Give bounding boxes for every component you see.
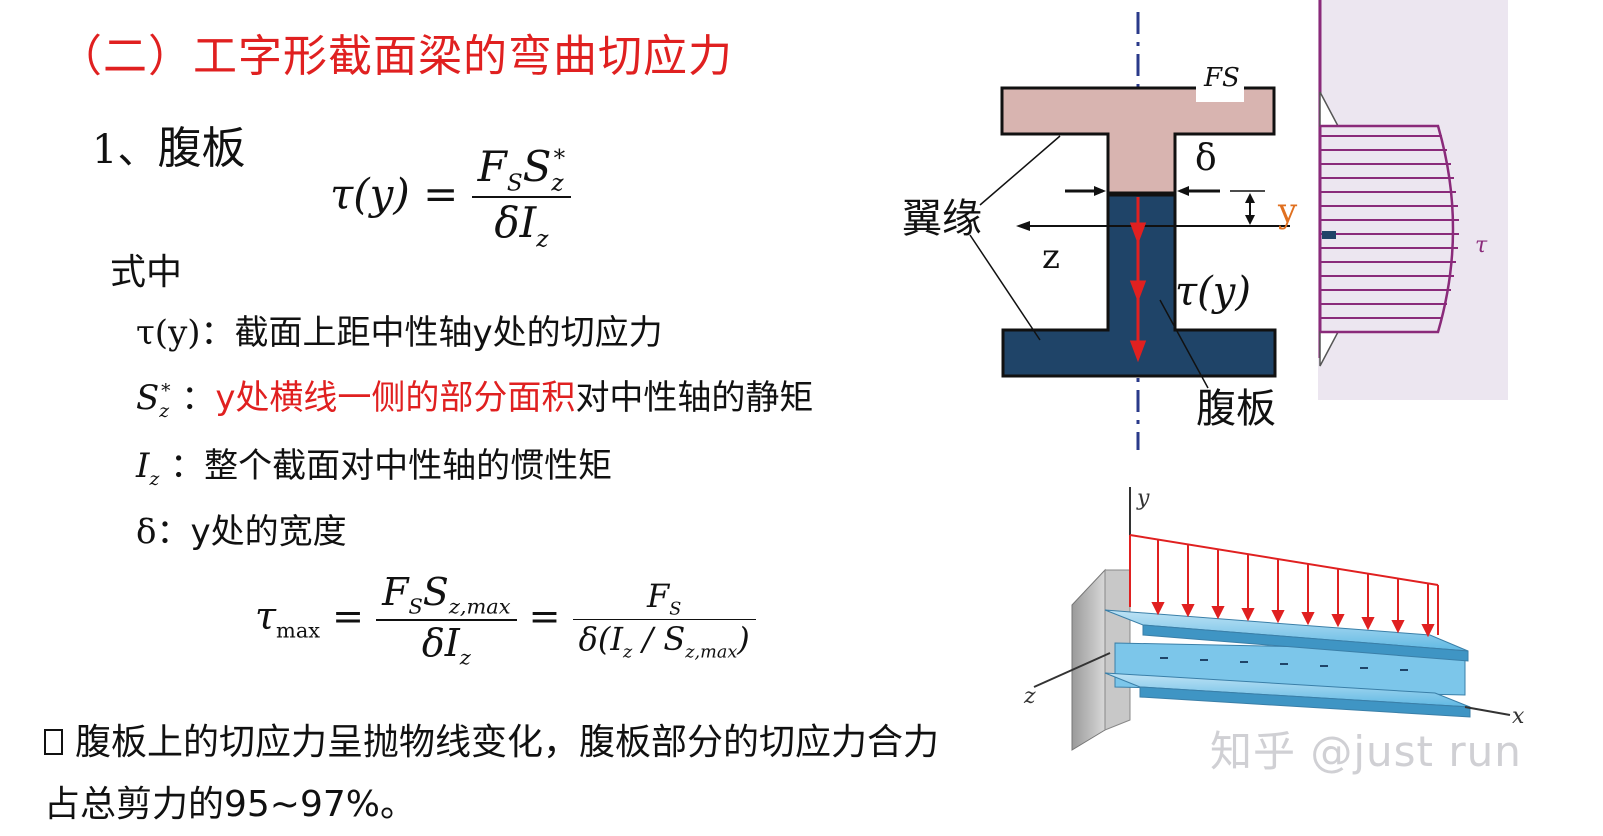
definition-delta: δ：y处的宽度 xyxy=(136,512,347,552)
flange-label: 翼缘 xyxy=(902,196,982,242)
distributed-load xyxy=(1129,534,1439,638)
x-axis-3d xyxy=(1464,706,1511,716)
profile-hatch-lines xyxy=(1320,135,1459,319)
definition-sz-text: 对中性轴的静矩 xyxy=(575,378,814,418)
section-label: 腹板 xyxy=(157,123,246,174)
definition-delta-text: y处的宽度 xyxy=(190,512,347,552)
y-axis-3d-label: y xyxy=(1136,486,1150,511)
y-dimension-label: y xyxy=(1277,191,1298,231)
i-beam-3d-diagram: y z x xyxy=(1023,486,1525,751)
fs-label-box xyxy=(1196,58,1244,102)
shear-stress-formula: τ(y) = FSSz* δIz xyxy=(330,142,572,253)
max-shear-formula: τmax = FSSz,max δIz = FS δ(Iz / Sz,max) xyxy=(255,570,756,669)
tau-profile-label: τ xyxy=(1475,233,1488,258)
z-axis-label: z xyxy=(1042,237,1060,277)
web-label: 腹板 xyxy=(1196,386,1276,432)
definition-tau: τ(y)：截面上距中性轴y处的切应力 xyxy=(136,313,663,353)
parabola-profile xyxy=(1320,124,1455,334)
profile-marker xyxy=(1322,231,1336,239)
x-axis-3d-label: x xyxy=(1512,704,1525,729)
definition-iz: Iz ：整个截面对中性轴的惯性矩 xyxy=(136,446,613,490)
page-title: （二）工字形截面梁的弯曲切应力 xyxy=(58,31,733,82)
conclusion-bullet: 腹板上的切应力呈抛物线变化，腹板部分的切应力合力占总剪力的95~97%。 xyxy=(44,712,964,836)
web-dash-marks xyxy=(1160,657,1408,671)
top-flange xyxy=(1000,86,1276,195)
definition-iz-text: 整个截面对中性轴的惯性矩 xyxy=(204,446,613,486)
z-axis-3d-label: z xyxy=(1023,684,1036,709)
z-axis-3d xyxy=(1033,652,1111,688)
definition-sz: Sz* ：y处横线一侧的部分面积对中性轴的静矩 xyxy=(136,378,814,422)
tau-y-label: τ(y) xyxy=(1175,269,1251,315)
where-label: 式中 xyxy=(110,252,183,293)
section-heading: 1、腹板 xyxy=(92,112,245,176)
fixed-wall xyxy=(1071,568,1106,751)
section-number: 1、 xyxy=(92,127,158,173)
watermark: 知乎 @just run xyxy=(1210,727,1522,776)
flange-leader-top xyxy=(979,135,1061,206)
delta-label: δ xyxy=(1195,138,1217,179)
shear-flow-arrows xyxy=(1129,197,1147,363)
flange-leader-bottom xyxy=(969,234,1041,341)
definition-sz-highlight: y处横线一侧的部分面积 xyxy=(215,378,576,418)
i-section-diagram: τ FS δ z y τ(y) 翼缘 腹板 xyxy=(902,0,1508,450)
web-leader xyxy=(1159,299,1209,389)
stress-profile-background xyxy=(1318,0,1508,400)
fs-label: FS xyxy=(1203,63,1240,93)
conclusion-text: 腹板上的切应力呈抛物线变化，腹板部分的切应力合力占总剪力的95~97%。 xyxy=(44,722,940,825)
bullet-box-icon xyxy=(44,729,63,755)
definition-tau-text: 截面上距中性轴y处的切应力 xyxy=(234,313,663,353)
